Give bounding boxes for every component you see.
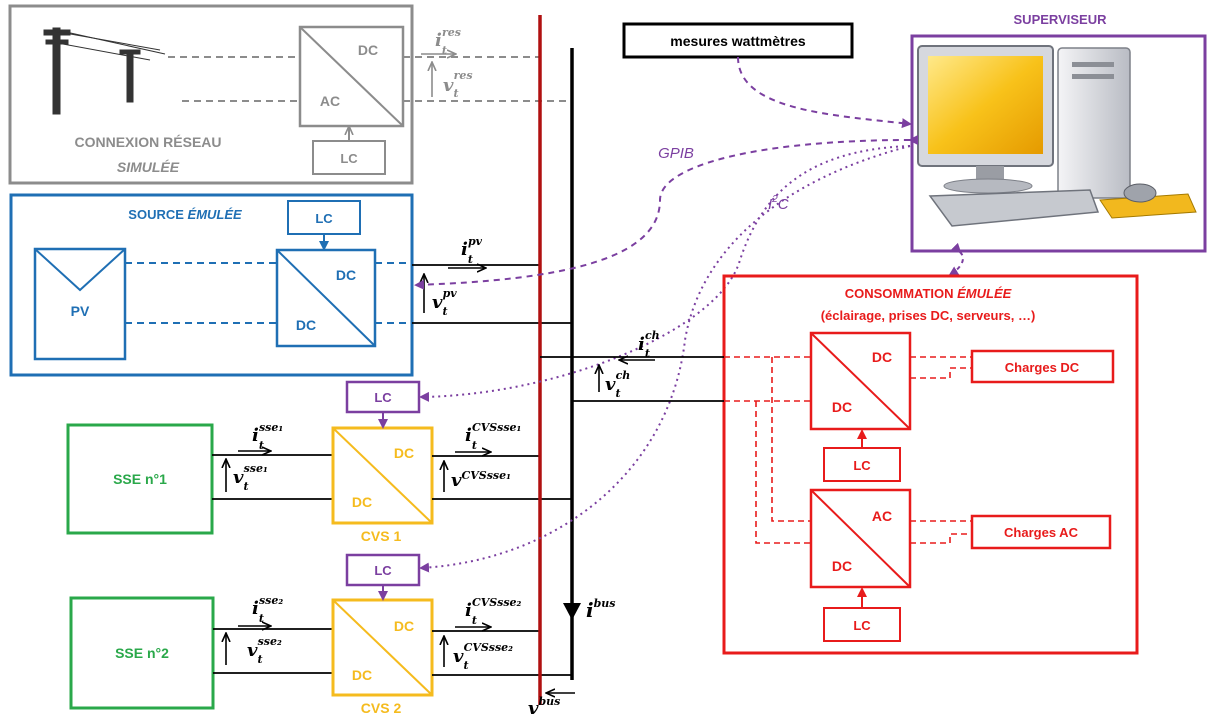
converter1-out-label: DC bbox=[872, 349, 892, 365]
cvs1-in-label: DC bbox=[352, 494, 372, 510]
converter2-lc-label: LC bbox=[853, 618, 871, 633]
dc-loads-label: Charges DC bbox=[1005, 360, 1080, 375]
bus-current-arrow bbox=[563, 603, 581, 620]
storage-1: SSE n°1 itsse₁ vtsse₁ DC DC CVS 1 LC itC… bbox=[66, 380, 572, 544]
pv-converter-out-label: DC bbox=[336, 267, 356, 283]
pylon-icon bbox=[43, 27, 166, 115]
grid-title: CONNEXION RÉSEAU bbox=[74, 134, 221, 150]
pv-converter-in-label: DC bbox=[296, 317, 316, 333]
sse2-input-voltage-label: vtsse₂ bbox=[247, 635, 282, 666]
sse2-label: SSE n°2 bbox=[115, 645, 169, 661]
pv-panel-icon bbox=[34, 248, 126, 292]
cvs2-out-label: DC bbox=[394, 618, 414, 634]
pv-lc-label: LC bbox=[315, 211, 333, 226]
i2c-link-2 bbox=[419, 145, 911, 573]
supervisor-consumption-link bbox=[948, 242, 964, 277]
grid-lc-label: LC bbox=[340, 151, 358, 166]
supervisor-title: SUPERVISEUR bbox=[1014, 12, 1108, 27]
consumption-voltage-label: vtch bbox=[605, 369, 630, 400]
converter2-lc-box bbox=[823, 607, 901, 642]
pv-current-label: itpv bbox=[461, 235, 483, 266]
cvs2-label: CVS 2 bbox=[361, 700, 402, 716]
pv-source-title: SOURCE ÉMULÉE bbox=[128, 207, 242, 222]
grid-voltage-label: vtres bbox=[443, 69, 473, 100]
cvs1-output-voltage-label: vCVSsse₁ bbox=[451, 469, 511, 491]
sse1-label: SSE n°1 bbox=[113, 471, 167, 487]
grid-subtitle: SIMULÉE bbox=[117, 159, 180, 175]
consumption-subtitle: (éclairage, prises DC, serveurs, …) bbox=[821, 308, 1036, 323]
bus-current-label: ibus bbox=[586, 597, 616, 622]
gpib-link bbox=[414, 134, 919, 290]
ac-loads-box bbox=[970, 514, 1112, 550]
consumption-title: CONSOMMATION ÉMULÉE bbox=[845, 286, 1012, 301]
dc-bus: ibus vbus bbox=[528, 15, 616, 717]
storage-2: SSE n°2 itsse₂ vtsse₂ DC DC CVS 2 LC itC… bbox=[69, 553, 572, 716]
dc-loads-box bbox=[970, 349, 1115, 384]
meters-link bbox=[737, 56, 912, 129]
cvs2-output-current-label: itCVSsse₂ bbox=[465, 596, 522, 627]
cvs2-lc-box bbox=[345, 553, 421, 587]
pv-panel bbox=[33, 247, 127, 361]
grid-connection: DC AC itres vtres LC CONNEXION RÉSEAU SI… bbox=[8, 4, 566, 185]
consumption: CONSOMMATION ÉMULÉE (éclairage, prises D… bbox=[722, 274, 1139, 655]
pv-source: SOURCE ÉMULÉE PV DC DC LC bbox=[9, 193, 414, 377]
cvs1-out-label: DC bbox=[394, 445, 414, 461]
grid-converter-ac-label: AC bbox=[320, 93, 340, 109]
sse1-box bbox=[66, 423, 214, 535]
supervisor: SUPERVISEUR mesures wattmètres GPIB I2C bbox=[414, 12, 1207, 573]
pv-voltage-label: vtpv bbox=[432, 287, 457, 318]
i2c-link-1 bbox=[419, 145, 911, 402]
meters-label: mesures wattmètres bbox=[670, 33, 806, 49]
sse2-input-current-label: itsse₂ bbox=[252, 594, 283, 625]
pv-label: PV bbox=[71, 303, 90, 319]
grid-current-label: itres bbox=[435, 26, 461, 57]
computer-icon bbox=[917, 45, 1197, 227]
sse1-input-current-label: itsse₁ bbox=[252, 421, 283, 452]
consumption-frame bbox=[722, 274, 1139, 655]
cvs2-output-voltage-label: vtCVSsse₂ bbox=[453, 641, 513, 672]
grid-converter-dc-label: DC bbox=[358, 42, 378, 58]
i2c-label: I2C bbox=[768, 194, 789, 213]
converter2-out-label: AC bbox=[872, 508, 892, 524]
cvs2-in-label: DC bbox=[352, 667, 372, 683]
cvs1-label: CVS 1 bbox=[361, 528, 402, 544]
bus-voltage-label: vbus bbox=[528, 695, 560, 717]
ac-loads-label: Charges AC bbox=[1004, 525, 1079, 540]
consumption-current-label: itch bbox=[638, 329, 660, 360]
cvs1-lc-label: LC bbox=[374, 390, 392, 405]
sse2-box bbox=[69, 596, 215, 710]
converter1-lc-label: LC bbox=[853, 458, 871, 473]
gpib-label: GPIB bbox=[658, 145, 694, 162]
sse1-input-voltage-label: vtsse₁ bbox=[233, 462, 268, 493]
cvs1-output-current-label: itCVSsse₁ bbox=[465, 421, 521, 452]
cvs1-lc-box bbox=[345, 380, 421, 414]
converter2-in-label: DC bbox=[832, 558, 852, 574]
cvs2-lc-label: LC bbox=[374, 563, 392, 578]
converter1-in-label: DC bbox=[832, 399, 852, 415]
pv-lc-box bbox=[287, 200, 361, 235]
